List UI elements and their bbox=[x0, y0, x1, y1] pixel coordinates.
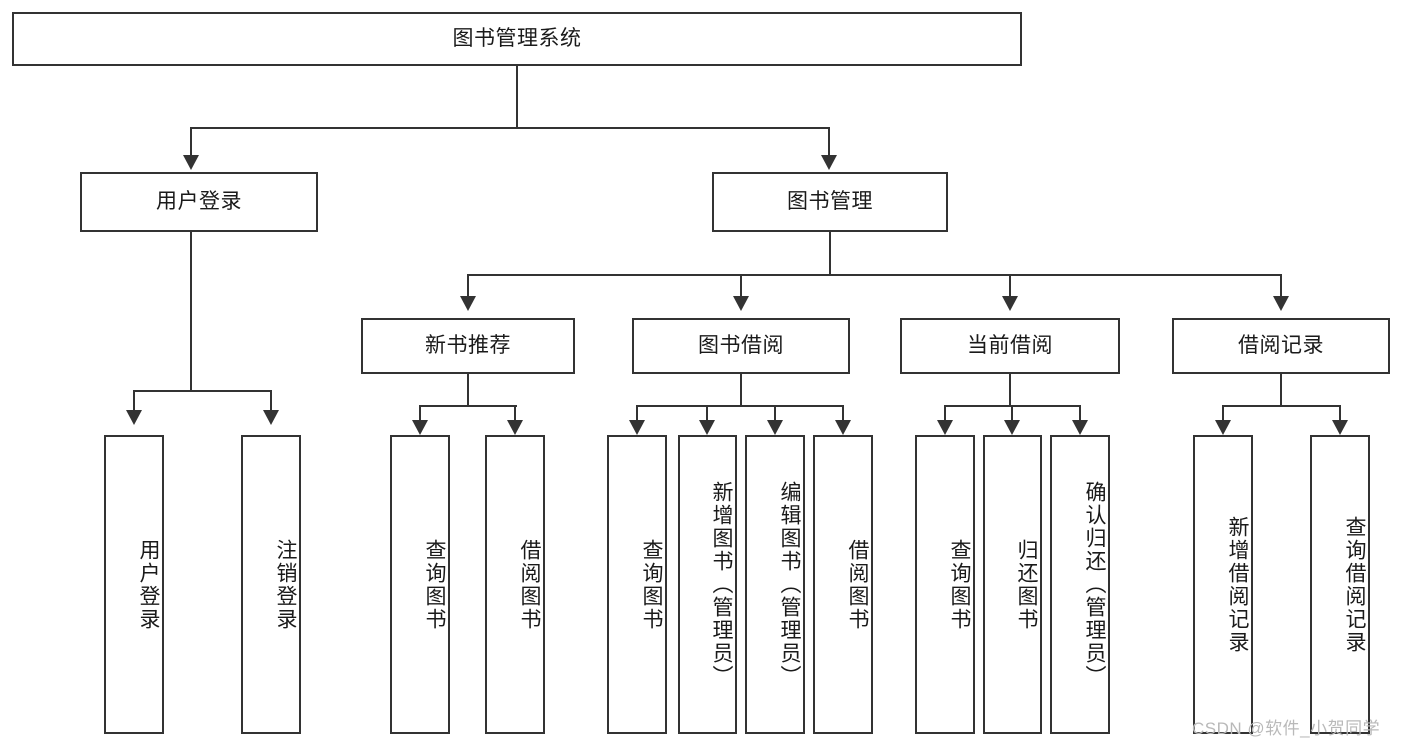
connector-root-stem bbox=[516, 66, 518, 128]
arrowhead-l3-current bbox=[1002, 296, 1018, 311]
arrowhead-borrow-leaf-1 bbox=[699, 420, 715, 435]
leaf-query-books-current[interactable]: 查询图书 bbox=[915, 435, 975, 734]
connector-current-to-leaf-1 bbox=[1011, 405, 1013, 422]
leaf-add-book-admin[interactable]: 新增图书（管理员） bbox=[678, 435, 737, 734]
connector-bookmgmt-to-l3-0 bbox=[467, 274, 469, 298]
leaf-query-books-borrow[interactable]: 查询图书 bbox=[607, 435, 667, 734]
arrowhead-current-leaf-1 bbox=[1004, 420, 1020, 435]
arrowhead-borrow-leaf-2 bbox=[767, 420, 783, 435]
connector-borrow-to-leaf-3 bbox=[842, 405, 844, 422]
connector-current-to-leaf-0 bbox=[944, 405, 946, 422]
connector-borrow-bus bbox=[636, 405, 844, 407]
connector-root-to-bookmgmt bbox=[828, 127, 830, 157]
node-root-system[interactable]: 图书管理系统 bbox=[12, 12, 1022, 66]
connector-newbooks-stem bbox=[467, 374, 469, 406]
arrowhead-newbooks-leaf-0 bbox=[412, 420, 428, 435]
connector-root-bus bbox=[190, 127, 828, 129]
node-book-management[interactable]: 图书管理 bbox=[712, 172, 948, 232]
leaf-logout-login[interactable]: 注销登录 bbox=[241, 435, 301, 734]
connector-newbooks-to-leaf-0 bbox=[419, 405, 421, 422]
leaf-query-books-new[interactable]: 查询图书 bbox=[390, 435, 450, 734]
leaf-user-login[interactable]: 用户登录 bbox=[104, 435, 164, 734]
leaf-edit-book-admin[interactable]: 编辑图书（管理员） bbox=[745, 435, 805, 734]
arrowhead-login-leaf-1 bbox=[263, 410, 279, 425]
arrowhead-to-user-login bbox=[183, 155, 199, 170]
leaf-return-books[interactable]: 归还图书 bbox=[983, 435, 1042, 734]
connector-bookmgmt-stem bbox=[829, 232, 831, 275]
connector-login-stem bbox=[190, 232, 192, 391]
watermark-csdn: CSDN @软件_小贺同学 bbox=[1192, 719, 1381, 738]
connector-login-bus bbox=[133, 390, 272, 392]
arrowhead-records-leaf-0 bbox=[1215, 420, 1231, 435]
connector-newbooks-bus bbox=[419, 405, 517, 407]
arrowhead-records-leaf-1 bbox=[1332, 420, 1348, 435]
connector-records-bus bbox=[1222, 405, 1340, 407]
node-borrow-records[interactable]: 借阅记录 bbox=[1172, 318, 1390, 374]
arrowhead-to-book-mgmt bbox=[821, 155, 837, 170]
connector-current-stem bbox=[1009, 374, 1011, 406]
arrowhead-current-leaf-2 bbox=[1072, 420, 1088, 435]
connector-current-to-leaf-2 bbox=[1079, 405, 1081, 422]
leaf-add-borrow-record[interactable]: 新增借阅记录 bbox=[1193, 435, 1253, 734]
arrowhead-l3-new-books bbox=[460, 296, 476, 311]
connector-bookmgmt-bus bbox=[467, 274, 1281, 276]
connector-borrow-to-leaf-0 bbox=[636, 405, 638, 422]
leaf-borrow-book[interactable]: 借阅图书 bbox=[813, 435, 873, 734]
connector-records-stem bbox=[1280, 374, 1282, 406]
arrowhead-borrow-leaf-3 bbox=[835, 420, 851, 435]
node-user-login[interactable]: 用户登录 bbox=[80, 172, 318, 232]
connector-newbooks-to-leaf-1 bbox=[514, 405, 516, 422]
connector-bookmgmt-to-l3-3 bbox=[1280, 274, 1282, 298]
arrowhead-l3-borrow bbox=[733, 296, 749, 311]
connector-records-to-leaf-1 bbox=[1339, 405, 1341, 422]
connector-login-to-leaf-1 bbox=[270, 390, 272, 412]
leaf-query-borrow-record[interactable]: 查询借阅记录 bbox=[1310, 435, 1370, 734]
connector-bookmgmt-to-l3-1 bbox=[740, 274, 742, 298]
node-book-borrow[interactable]: 图书借阅 bbox=[632, 318, 850, 374]
node-new-book-recommend[interactable]: 新书推荐 bbox=[361, 318, 575, 374]
arrowhead-l3-records bbox=[1273, 296, 1289, 311]
leaf-confirm-return-admin[interactable]: 确认归还（管理员） bbox=[1050, 435, 1110, 734]
arrowhead-borrow-leaf-0 bbox=[629, 420, 645, 435]
leaf-borrow-books-new[interactable]: 借阅图书 bbox=[485, 435, 545, 734]
arrowhead-login-leaf-0 bbox=[126, 410, 142, 425]
arrowhead-current-leaf-0 bbox=[937, 420, 953, 435]
connector-borrow-to-leaf-1 bbox=[706, 405, 708, 422]
connector-borrow-stem bbox=[740, 374, 742, 406]
connector-root-to-login bbox=[190, 127, 192, 157]
connector-borrow-to-leaf-2 bbox=[774, 405, 776, 422]
connector-login-to-leaf-0 bbox=[133, 390, 135, 412]
connector-records-to-leaf-0 bbox=[1222, 405, 1224, 422]
connector-bookmgmt-to-l3-2 bbox=[1009, 274, 1011, 298]
arrowhead-newbooks-leaf-1 bbox=[507, 420, 523, 435]
node-current-borrow[interactable]: 当前借阅 bbox=[900, 318, 1120, 374]
